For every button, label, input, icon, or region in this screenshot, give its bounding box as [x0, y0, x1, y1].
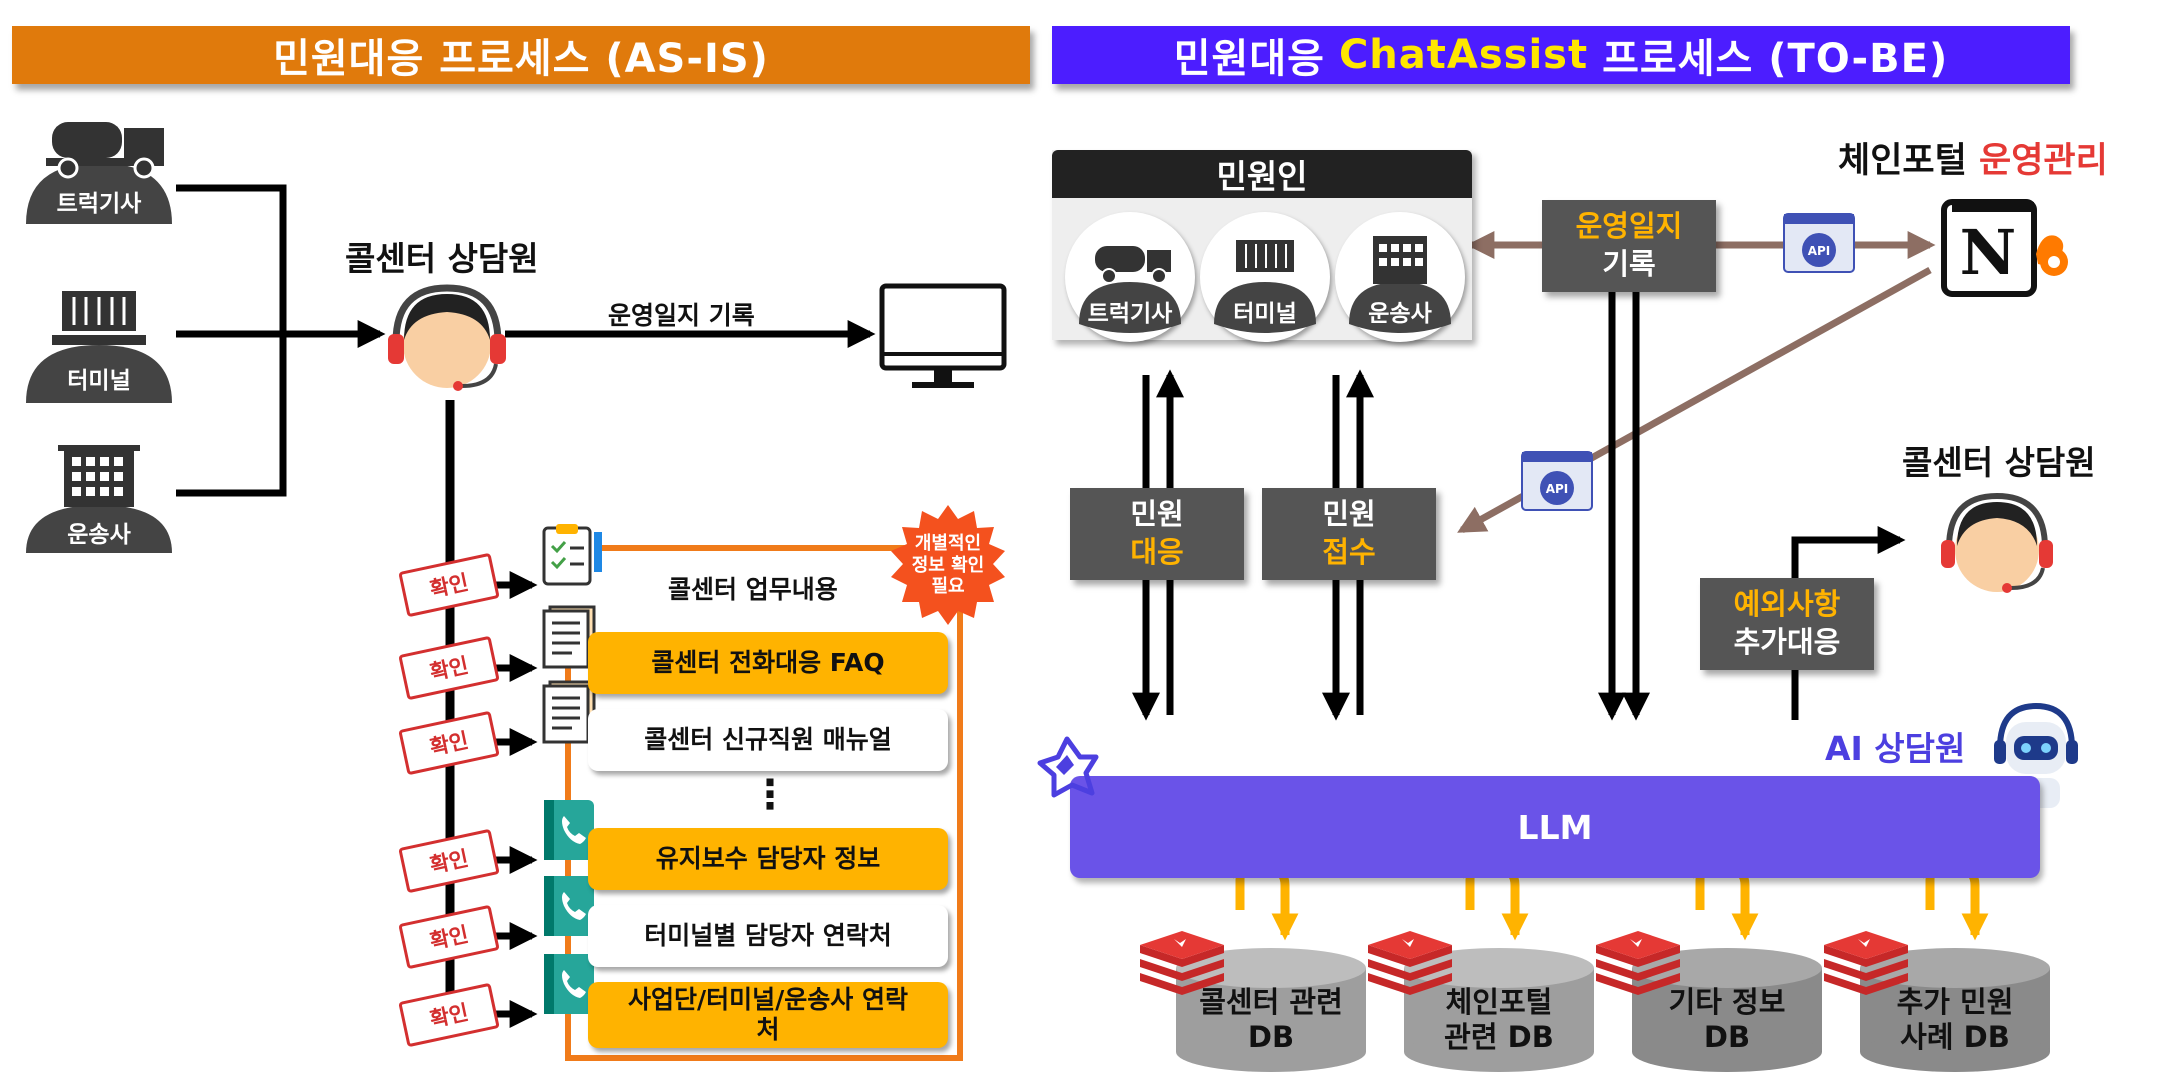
respond-line2: 대응 — [1130, 535, 1184, 569]
doc-item-manual: 콜센터 신규직원 매뉴얼 — [588, 709, 948, 771]
db-label-callcenter: 콜센터 관련 DB — [1171, 985, 1371, 1055]
truck-icon — [26, 122, 172, 224]
redis-icon — [1140, 925, 1224, 995]
redis-icon — [1596, 925, 1680, 995]
phone-book-icon — [540, 952, 600, 1016]
portal-label-red: 운영관리 — [1979, 141, 2108, 181]
tobe-banner: 민원대응 ChatAssist 프로세스 (TO-BE) — [1052, 26, 2070, 84]
db-label-portal: 체인포털 관련 DB — [1399, 985, 1599, 1055]
asis-source-connectors — [176, 184, 386, 497]
db-label-line2: 사례 DB — [1900, 1019, 2010, 1054]
doc-item-work: 콜센터 업무내용 — [668, 575, 838, 604]
api-icon: API — [1520, 450, 1594, 512]
source-truck: 트럭기사 — [20, 118, 178, 224]
respond-line1: 민원 — [1130, 497, 1184, 532]
doc-item-label: 유지보수 담당자 정보 — [655, 844, 881, 873]
receive-box: 민원 접수 — [1262, 488, 1436, 580]
doc-item-label: 콜센터 전화대응 FAQ — [651, 648, 885, 677]
db-label-cases: 추가 민원 사례 DB — [1855, 985, 2055, 1055]
customer-carrier-label: 운송사 — [1368, 301, 1432, 327]
checklist-icon — [540, 522, 608, 586]
truck-icon — [1079, 246, 1181, 333]
tobe-log-box: 운영일지 기록 — [1542, 200, 1716, 292]
api-icon-text: API — [1546, 482, 1569, 496]
monitor-icon — [879, 283, 1007, 388]
doc-item-label: 콜센터 신규직원 매뉴얼 — [644, 725, 892, 754]
asis-agent-label: 콜센터 상담원 — [345, 239, 539, 278]
respond-box: 민원 대응 — [1070, 488, 1244, 580]
database-icon — [1176, 948, 1366, 1072]
svg-text:N: N — [1960, 216, 2017, 289]
source-carrier: 운송사 — [20, 445, 178, 553]
customer-terminal: 터미널 — [1200, 212, 1330, 342]
building-icon — [1349, 236, 1451, 333]
exception-box: 예외사항 추가대응 — [1700, 578, 1874, 670]
api-icon-text: API — [1808, 244, 1831, 258]
tobe-log-line1: 운영일지 — [1575, 209, 1683, 244]
api-icon: API — [1782, 212, 1856, 274]
notion-icon: N — [1938, 196, 2088, 300]
redis-icon — [1824, 925, 1908, 995]
exception-line1: 예외사항 — [1733, 587, 1841, 622]
asis-log-label: 운영일지 기록 — [608, 301, 755, 330]
receive-line2: 접수 — [1322, 535, 1376, 569]
db-label-line2: 관련 DB — [1444, 1019, 1554, 1054]
redis-icon — [1368, 925, 1452, 995]
doc-item-terminal-contacts: 터미널별 담당자 연락처 — [588, 905, 948, 967]
db-label-line1: 콜센터 관련 — [1199, 985, 1343, 1019]
headset-agent-icon — [388, 284, 506, 391]
monitor — [878, 282, 1008, 392]
db-label-line2: DB — [1247, 1019, 1295, 1054]
source-terminal: 터미널 — [20, 285, 178, 403]
headset-agent-icon — [1941, 492, 2053, 593]
container-icon — [1214, 240, 1316, 333]
document-icon — [540, 605, 600, 669]
db-label-line1: 추가 민원 — [1896, 985, 2014, 1019]
tobe-log-line2: 기록 — [1602, 247, 1656, 281]
doc-item-maintenance: 유지보수 담당자 정보 — [588, 828, 948, 890]
tobe-agent-label: 콜센터 상담원 — [1902, 443, 2096, 482]
ai-agent-label: AI 상담원 — [1825, 729, 1966, 768]
doc-item-label: 터미널별 담당자 연락처 — [644, 921, 892, 950]
exception-line2: 추가대응 — [1733, 625, 1841, 659]
document-icon — [540, 680, 600, 744]
db-cylinder — [1176, 948, 1366, 1072]
db-label-line1: 체인포털 — [1445, 985, 1553, 1019]
portal-label: 체인포털 운영관리 — [1838, 132, 2108, 183]
tobe-banner-suffix: 프로세스 (TO-BE) — [1602, 36, 1949, 82]
building-icon — [26, 445, 172, 553]
customer-carrier: 운송사 — [1335, 212, 1465, 342]
tobe-banner-prefix: 민원대응 — [1173, 36, 1325, 82]
customer-title: 민원인 — [1052, 150, 1472, 198]
asis-banner: 민원대응 프로세스 (AS-IS) — [12, 26, 1030, 84]
db-label-other: 기타 정보 DB — [1627, 985, 1827, 1055]
source-truck-label: 트럭기사 — [56, 191, 142, 217]
tobe-agent — [1935, 490, 2059, 600]
customer-truck: 트럭기사 — [1065, 212, 1195, 342]
tobe-banner-highlight: ChatAssist — [1338, 32, 1589, 78]
db-label-line2: DB — [1703, 1019, 1751, 1054]
customer-truck-label: 트럭기사 — [1087, 301, 1173, 327]
asis-agent — [382, 282, 512, 397]
llm-label: LLM — [1517, 807, 1593, 847]
doc-item-label: 사업단/터미널/운송사 연락처 — [628, 985, 908, 1044]
customer-terminal-label: 터미널 — [1233, 301, 1297, 327]
db-label-line1: 기타 정보 — [1668, 985, 1786, 1019]
llm-logo-icon — [1034, 735, 1100, 801]
phone-book-icon — [540, 874, 600, 938]
receive-line1: 민원 — [1322, 497, 1376, 532]
warning-badge-text: 개별적인 정보 확인 필요 — [911, 533, 985, 598]
container-icon — [26, 291, 172, 403]
source-carrier-label: 운송사 — [67, 522, 131, 548]
doc-item-org-contacts: 사업단/터미널/운송사 연락처 — [588, 982, 948, 1048]
ellipsis: ⋮ — [750, 772, 790, 818]
source-terminal-label: 터미널 — [67, 368, 131, 394]
starburst-badge-icon — [891, 505, 1005, 625]
phone-book-icon — [540, 798, 600, 862]
warning-badge: 개별적인 정보 확인 필요 — [888, 505, 1008, 625]
llm-bar: LLM — [1070, 776, 2040, 878]
portal-label-black: 체인포털 — [1838, 141, 1967, 181]
doc-item-faq: 콜센터 전화대응 FAQ — [588, 632, 948, 694]
asis-banner-text: 민원대응 프로세스 (AS-IS) — [273, 36, 769, 82]
